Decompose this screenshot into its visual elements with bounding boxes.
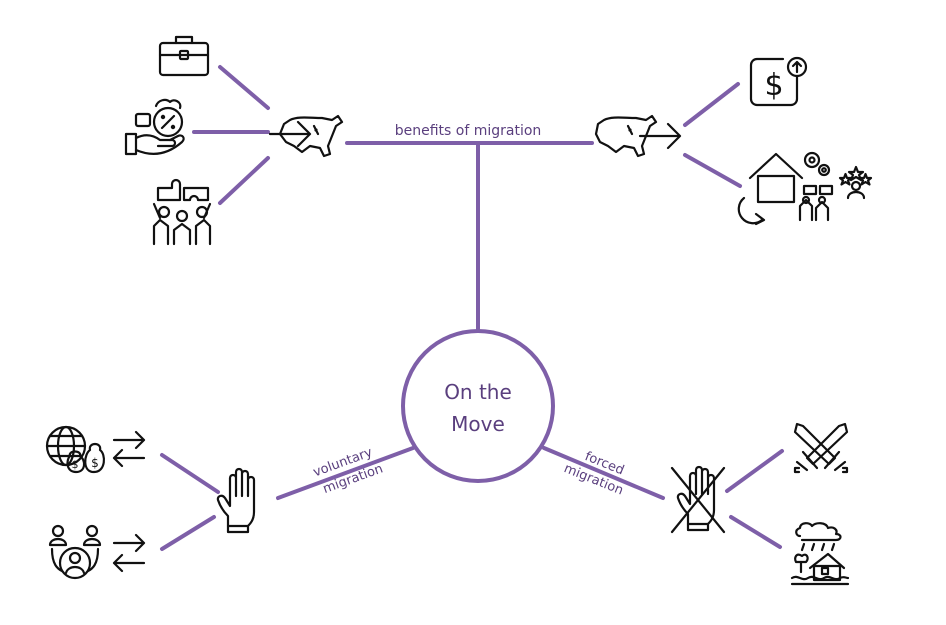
line-swords: [725, 449, 784, 493]
crossed-out-hand-icon: [670, 465, 726, 534]
home-skills-community-icon: [737, 151, 873, 226]
svg-text:$: $: [764, 68, 783, 103]
line-dollar: [683, 82, 740, 127]
benefits-label: benefits of migration: [395, 123, 542, 139]
arrow-into-usa-map-icon: [268, 114, 344, 158]
svg-text:$: $: [91, 456, 99, 470]
globe-money-exchange-icon: $ $: [45, 425, 146, 474]
voluntary-line: [276, 446, 415, 500]
hand-holding-discount-icon: [124, 98, 185, 156]
line-briefcase: [218, 65, 270, 110]
teamwork-puzzle-icon: [152, 178, 212, 246]
line-teamwork: [218, 156, 270, 205]
line-home: [683, 153, 742, 188]
forced-line: [542, 446, 665, 500]
people-exchange-icon: [48, 524, 146, 580]
briefcase-icon: [158, 35, 210, 77]
connector-lines: [160, 65, 784, 551]
center-title-line1: On the: [444, 380, 512, 404]
svg-text:$: $: [72, 458, 79, 471]
usa-map-arrow-out-icon: [594, 114, 682, 158]
center-node: On the Move: [401, 329, 555, 483]
line-people: [160, 515, 216, 551]
center-circle: [401, 329, 555, 483]
dollar-increase-icon: $: [749, 56, 808, 107]
flood-disaster-icon: [790, 522, 850, 586]
raised-hand-icon: [216, 467, 256, 534]
center-title-line2: Move: [451, 412, 505, 436]
line-globe: [160, 453, 220, 494]
crossed-swords-icon: [793, 422, 849, 474]
line-flood: [729, 515, 782, 549]
